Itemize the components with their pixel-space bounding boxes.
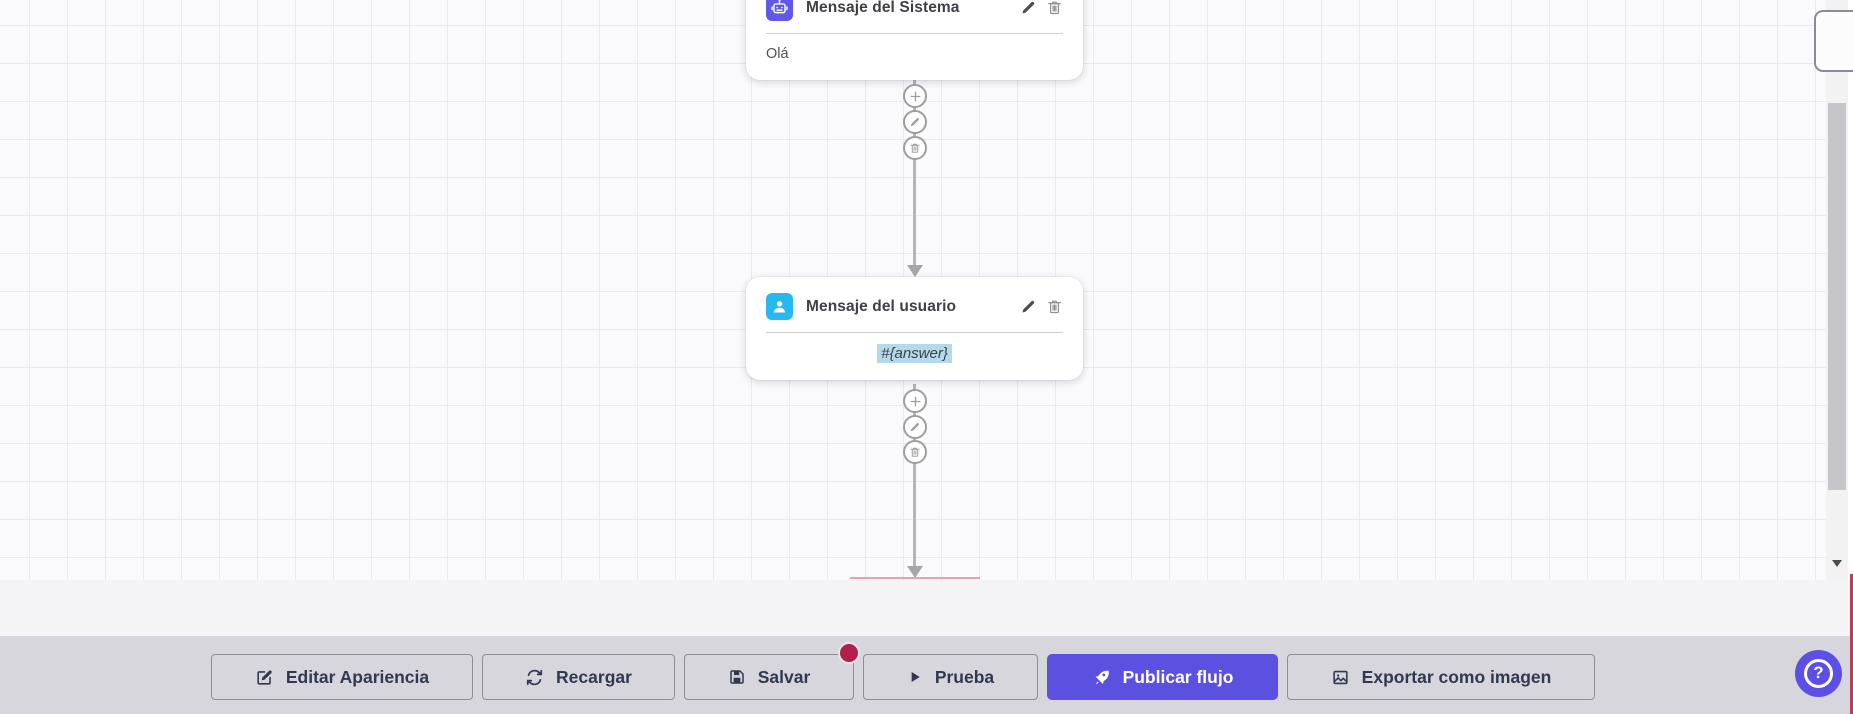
delete-node-icon[interactable] <box>1046 298 1063 315</box>
question-icon: ? <box>1804 659 1833 688</box>
refresh-icon <box>526 669 543 685</box>
delete-edge-button[interactable] <box>903 440 927 464</box>
robot-icon <box>766 0 793 21</box>
delete-edge-button[interactable] <box>903 136 927 160</box>
node-divider <box>766 33 1063 34</box>
toolbar-button-row: Editar Apariencia Recargar Salvar P <box>211 654 1595 700</box>
plus-icon <box>910 91 920 101</box>
edit-square-icon <box>257 669 272 685</box>
edge-line <box>913 78 916 266</box>
plus-icon <box>910 396 920 406</box>
image-icon <box>1333 670 1348 684</box>
unsaved-changes-badge <box>838 642 860 664</box>
add-node-button[interactable] <box>903 84 927 108</box>
help-button[interactable]: ? <box>1795 650 1842 697</box>
node-user-message[interactable]: Mensaje del usuario #{answer} <box>746 277 1083 380</box>
publish-flow-button[interactable]: Publicar flujo <box>1047 654 1278 700</box>
node-system-message[interactable]: Mensaje del Sistema Olá <box>746 0 1083 80</box>
user-icon <box>766 293 793 320</box>
node-header: Mensaje del Sistema <box>766 0 1063 21</box>
node-title: Mensaje del usuario <box>806 297 957 315</box>
add-node-button[interactable] <box>903 389 927 413</box>
screen-edge-indicator <box>1850 574 1853 714</box>
trash-icon <box>910 447 920 457</box>
pencil-icon <box>910 117 920 127</box>
canvas-controls-panel[interactable] <box>1814 10 1853 72</box>
button-label: Exportar como imagen <box>1361 666 1552 687</box>
edge-arrowhead-icon <box>907 265 923 277</box>
edit-node-icon[interactable] <box>1020 0 1037 16</box>
variable-chip[interactable]: #{answer} <box>877 344 952 363</box>
reload-button[interactable]: Recargar <box>482 654 675 700</box>
vertical-scrollbar[interactable] <box>1826 0 1848 580</box>
save-icon <box>729 670 744 684</box>
button-label: Prueba <box>934 666 995 687</box>
node-title: Mensaje del Sistema <box>806 0 960 16</box>
rocket-icon <box>1095 670 1109 685</box>
button-label: Salvar <box>757 666 811 687</box>
scrollbar-thumb[interactable] <box>1828 103 1846 490</box>
button-label: Publicar flujo <box>1122 666 1234 687</box>
node-content[interactable]: Olá <box>766 46 789 62</box>
help-label: ? <box>1813 663 1824 682</box>
node-content[interactable]: #{answer} <box>766 333 1063 363</box>
canvas-footer-band <box>0 580 1853 636</box>
edge-line <box>913 384 916 566</box>
scrollbar-gutter <box>1848 0 1853 580</box>
delete-node-icon[interactable] <box>1046 0 1063 16</box>
edit-edge-button[interactable] <box>903 415 927 439</box>
edge-arrowhead-icon <box>907 566 923 578</box>
play-icon <box>911 672 920 682</box>
offscreen-node-top-edge <box>850 577 980 579</box>
trash-icon <box>910 143 920 153</box>
flow-canvas[interactable]: Mensaje del Sistema Olá <box>0 0 1853 580</box>
export-image-button[interactable]: Exportar como imagen <box>1287 654 1595 700</box>
pencil-icon <box>910 422 920 432</box>
edit-appearance-button[interactable]: Editar Apariencia <box>211 654 473 700</box>
node-divider <box>766 332 1063 333</box>
test-button[interactable]: Prueba <box>863 654 1038 700</box>
node-header: Mensaje del usuario <box>766 293 1063 320</box>
button-label: Recargar <box>556 666 632 687</box>
save-button[interactable]: Salvar <box>684 654 854 700</box>
scroll-down-arrow-icon[interactable] <box>1832 560 1842 567</box>
edit-node-icon[interactable] <box>1020 298 1037 315</box>
edit-edge-button[interactable] <box>903 110 927 134</box>
bottom-toolbar <box>0 636 1853 714</box>
button-label: Editar Apariencia <box>285 666 430 687</box>
